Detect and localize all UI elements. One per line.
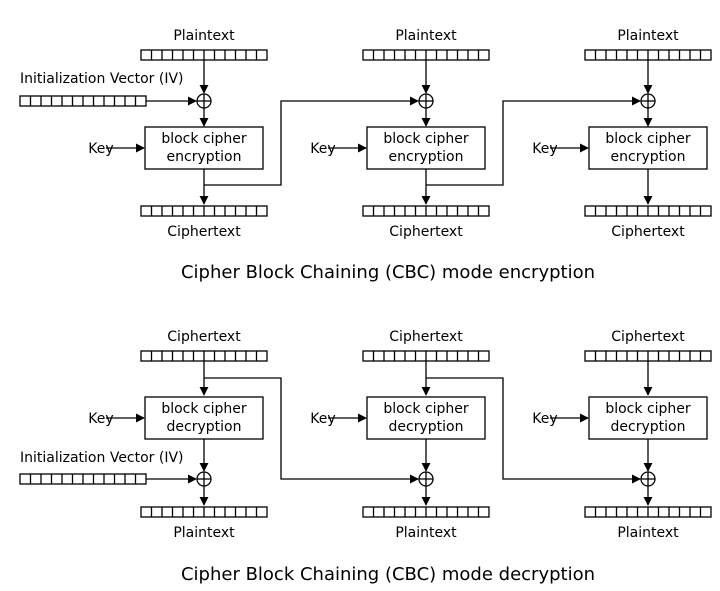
dec-ciphertext-register-1 bbox=[140, 350, 268, 362]
dec-cipher-box-line2-1: decryption bbox=[167, 419, 242, 435]
dec-ciphertext-register-2 bbox=[362, 350, 490, 362]
dec-cipher-box-line2-2: decryption bbox=[389, 419, 464, 435]
enc-plaintext-label-2: Plaintext bbox=[395, 28, 457, 44]
dec-chain-to-next-3 bbox=[426, 377, 641, 484]
dec-plaintext-register-3 bbox=[584, 506, 712, 518]
enc-xor-3 bbox=[640, 93, 656, 109]
dec-plaintext-label-2: Plaintext bbox=[395, 525, 457, 541]
dec-cipher-box-line1-3: block cipher bbox=[605, 401, 691, 417]
enc-plaintext-label-1: Plaintext bbox=[173, 28, 235, 44]
enc-ciphertext-register-1 bbox=[140, 205, 268, 217]
enc-cipher-box-line2-1: encryption bbox=[167, 149, 242, 165]
enc-key-label-1: Key bbox=[88, 141, 113, 157]
enc-plaintext-register-3 bbox=[584, 49, 712, 61]
dec-ciphertext-label-2: Ciphertext bbox=[389, 329, 463, 345]
enc-plaintext-register-2 bbox=[362, 49, 490, 61]
enc-cipher-box-line2-3: encryption bbox=[611, 149, 686, 165]
enc-ciphertext-label-1: Ciphertext bbox=[167, 224, 241, 240]
dec-plaintext-label-3: Plaintext bbox=[617, 525, 679, 541]
enc-cipher-box-line1-2: block cipher bbox=[383, 131, 469, 147]
enc-chain-to-next-3 bbox=[426, 96, 641, 186]
dec-ciphertext-register-3 bbox=[584, 350, 712, 362]
dec-key-label-1: Key bbox=[88, 411, 113, 427]
enc-iv-label: Initialization Vector (IV) bbox=[20, 71, 184, 87]
dec-xor-3 bbox=[640, 471, 656, 487]
enc-chain-to-next-2 bbox=[204, 96, 419, 186]
dec-xor-2 bbox=[418, 471, 434, 487]
enc-ciphertext-label-2: Ciphertext bbox=[389, 224, 463, 240]
enc-plaintext-label-3: Plaintext bbox=[617, 28, 679, 44]
encryption-caption: Cipher Block Chaining (CBC) mode encrypt… bbox=[181, 262, 595, 283]
enc-plaintext-register-1 bbox=[140, 49, 268, 61]
enc-xor-1 bbox=[196, 93, 212, 109]
dec-key-label-2: Key bbox=[310, 411, 335, 427]
enc-xor-2 bbox=[418, 93, 434, 109]
dec-cipher-box-line1-1: block cipher bbox=[161, 401, 247, 417]
enc-iv-register bbox=[19, 95, 147, 107]
dec-ciphertext-label-3: Ciphertext bbox=[611, 329, 685, 345]
enc-cipher-box-line2-2: encryption bbox=[389, 149, 464, 165]
dec-plaintext-register-1 bbox=[140, 506, 268, 518]
dec-cipher-box-line2-3: decryption bbox=[611, 419, 686, 435]
enc-cipher-box-line1-3: block cipher bbox=[605, 131, 691, 147]
enc-key-label-2: Key bbox=[310, 141, 335, 157]
dec-plaintext-label-1: Plaintext bbox=[173, 525, 235, 541]
enc-key-label-3: Key bbox=[532, 141, 557, 157]
enc-ciphertext-register-2 bbox=[362, 205, 490, 217]
dec-plaintext-register-2 bbox=[362, 506, 490, 518]
dec-cipher-box-line1-2: block cipher bbox=[383, 401, 469, 417]
dec-iv-label: Initialization Vector (IV) bbox=[20, 450, 184, 466]
dec-chain-to-next-2 bbox=[204, 377, 419, 484]
enc-cipher-box-line1-1: block cipher bbox=[161, 131, 247, 147]
enc-ciphertext-register-3 bbox=[584, 205, 712, 217]
dec-key-label-3: Key bbox=[532, 411, 557, 427]
dec-iv-register bbox=[19, 473, 147, 485]
decryption-caption: Cipher Block Chaining (CBC) mode decrypt… bbox=[181, 564, 595, 585]
dec-xor-1 bbox=[196, 471, 212, 487]
dec-ciphertext-label-1: Ciphertext bbox=[167, 329, 241, 345]
enc-ciphertext-label-3: Ciphertext bbox=[611, 224, 685, 240]
